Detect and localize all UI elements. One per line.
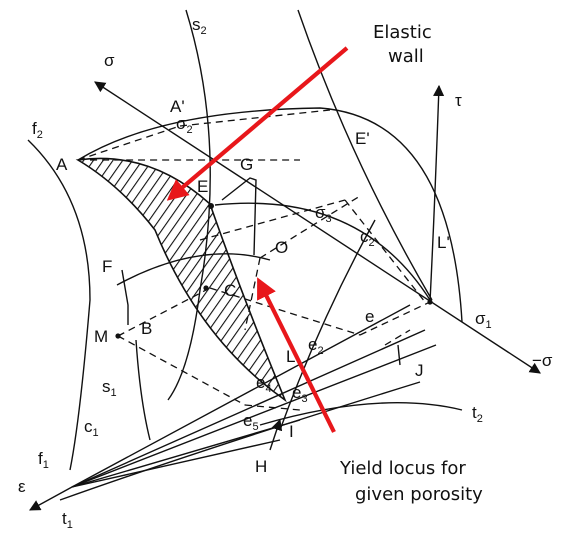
label-E: E xyxy=(197,177,208,196)
label-M: M xyxy=(94,327,108,346)
label-I: I xyxy=(289,422,294,441)
construction-F xyxy=(121,269,129,325)
label-e4: e4 xyxy=(256,373,272,395)
label-O: O xyxy=(275,238,288,257)
label-A: A xyxy=(56,155,68,174)
yield-locus-hatched-region xyxy=(75,157,287,403)
label-sigma3: σ3 xyxy=(315,203,332,225)
curve-right-envelope xyxy=(297,9,433,301)
label-sigma1: σ1 xyxy=(475,309,492,331)
label-t1: t1 xyxy=(62,509,73,531)
label-e2: e2 xyxy=(308,335,324,357)
label-f1: f1 xyxy=(38,449,49,471)
yield-locus-arrow xyxy=(257,277,336,433)
label-H: H xyxy=(255,457,267,476)
arc-E-to-L xyxy=(214,202,431,301)
point-M xyxy=(115,333,121,339)
point-E xyxy=(208,203,214,209)
strain-rays xyxy=(59,304,437,501)
axis-label-tau: τ xyxy=(455,91,462,110)
construction-G xyxy=(221,177,257,256)
label-e: e xyxy=(365,307,374,326)
yield-locus-label-line2: given porosity xyxy=(355,484,483,505)
label-f2: f2 xyxy=(32,119,43,141)
curve-t2 xyxy=(259,402,463,426)
elastic-wall-arrow xyxy=(166,46,349,201)
label-J: J xyxy=(415,361,424,380)
construction-H xyxy=(269,418,283,451)
label-sigma2: σ2 xyxy=(176,114,193,136)
label-c2: c2 xyxy=(360,227,375,249)
label-C: C xyxy=(224,281,236,300)
tau-axis xyxy=(429,84,445,303)
curve-s1 xyxy=(135,339,151,441)
label-E-prime: E' xyxy=(355,129,370,148)
label-s1: s1 xyxy=(102,377,117,399)
point-C xyxy=(203,285,209,291)
label-F: F xyxy=(102,257,112,276)
curve-c2 xyxy=(279,219,376,431)
label-e5: e5 xyxy=(243,411,259,433)
construction-J xyxy=(397,344,401,366)
axis-label-sigma: σ xyxy=(104,51,115,70)
axis-label-neg-sigma: −σ xyxy=(532,351,553,370)
epsilon-axis xyxy=(29,486,73,511)
label-c1: c1 xyxy=(84,417,99,439)
label-t2: t2 xyxy=(472,403,483,425)
mohr-arc-upper xyxy=(77,107,463,323)
curve-f2 xyxy=(27,139,91,471)
sigma-axis xyxy=(94,81,541,374)
curve-c1 xyxy=(116,253,271,286)
label-e3: e3 xyxy=(292,383,308,405)
label-B: B xyxy=(141,319,152,338)
label-s2: s2 xyxy=(192,15,207,37)
dashed-construction xyxy=(77,109,431,411)
label-L-prime: L' xyxy=(437,233,450,252)
axis-label-epsilon: ε xyxy=(18,477,26,496)
point-sigma1 xyxy=(427,299,433,305)
label-G: G xyxy=(240,155,253,174)
elastic-wall-label-line1: Elastic xyxy=(373,22,432,43)
elastic-wall-label-line2: wall xyxy=(388,46,424,67)
yield-locus-label-line1: Yield locus for xyxy=(339,458,466,479)
label-A-prime: A' xyxy=(170,97,185,116)
label-L: L xyxy=(286,347,295,366)
